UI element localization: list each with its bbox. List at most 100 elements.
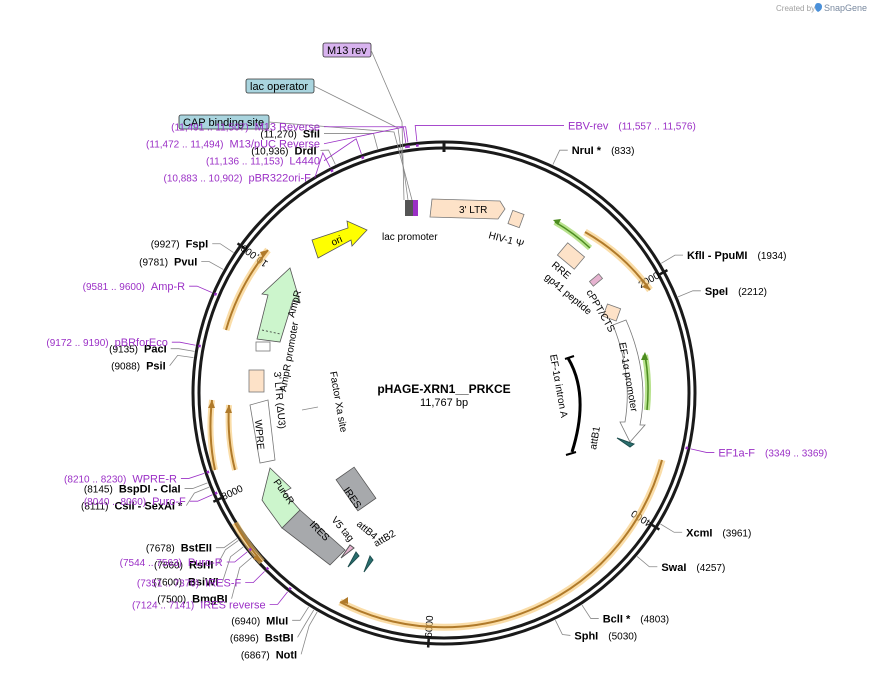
boxed-labels: M13 rev lac operator CAP binding site [178,42,413,201]
credit-brand[interactable]: SnapGene [824,3,867,13]
restriction-site-label[interactable]: (7600)BsiWI [153,577,218,589]
site-pos: (4257) [696,563,725,574]
restriction-site-label[interactable]: NruI *(833) [572,145,635,157]
primer-name: EBV-rev [568,121,609,133]
restriction-site-label[interactable]: (11,270)SfiI [260,128,320,140]
site-pos: (6940) [231,616,260,627]
label-leader [171,341,196,346]
site-name-2: - ClaI [151,484,181,496]
restriction-site-label[interactable]: (6896)BstBI [230,632,294,644]
ires-shape-1[interactable] [335,466,377,512]
label-leader [169,354,194,366]
puror-shape[interactable] [261,467,301,529]
feature-label-3ltr-du3: 3' LTR (ΔU3) [271,371,287,429]
label-leader [323,138,362,162]
primer-range: (7124 .. 7141) [132,600,194,611]
ltr-du3-shape[interactable] [248,369,265,393]
primer-range: (11,472 .. 11,494) [146,140,223,151]
restriction-site-label[interactable]: SpeI(2212) [705,286,767,298]
ef1a-promoter-shape[interactable] [612,319,646,443]
site-pos: (5030) [608,631,637,642]
ef1a-intron-shape[interactable] [566,357,582,453]
primer-binding-mark [248,547,253,552]
primer-label[interactable]: EF1a-F(3349 .. 3369) [718,447,827,459]
restriction-site-label[interactable]: (6867)NotI [241,649,297,661]
label-leader [185,486,210,506]
restriction-site-label[interactable]: SwaI(4257) [661,562,725,574]
feature-label-lac-promoter: lac promoter [382,232,438,243]
restriction-site-label[interactable]: SphI(5030) [574,630,637,642]
ampr-promoter-shape[interactable] [255,341,271,352]
primer-binding-mark [685,446,689,450]
v5-tag-shape[interactable] [340,544,355,559]
cppt-cts-shape[interactable] [602,303,622,322]
label-leader [690,448,715,453]
primer-label[interactable]: (7544 .. 7563)Puro-R [120,557,223,569]
attb2-shape[interactable] [363,554,374,573]
restriction-site-label[interactable]: (9088)PsiI [111,361,165,373]
primer-range: (9581 .. 9600) [83,282,145,293]
primer-label[interactable]: (8040 .. 8060)Puro-F [84,496,186,508]
orf-arrow-2[interactable] [338,459,666,631]
label-leader [661,254,683,264]
wpre-shape[interactable] [249,399,276,464]
label-leader [581,604,599,619]
rre-shape[interactable] [556,242,586,270]
credit-text: Created by [776,4,815,13]
primer-label[interactable]: (9172 .. 9190)pBRforEco [46,337,167,349]
restriction-site-label[interactable]: (7678)BstEII [146,543,212,555]
site-pos: (7660) [154,561,183,572]
primer-name: pBRforEco [115,337,168,349]
hiv-psi-shape[interactable] [507,209,525,229]
restriction-site-label[interactable]: (8145)BspDI - ClaI [84,484,181,496]
primer-label[interactable]: (7351 .. 7370)IRES-F [137,578,242,590]
restriction-site-label[interactable]: (10,936)DrdI [251,145,316,157]
ampr-shape[interactable] [256,267,301,343]
primer-binding-mark [206,470,210,474]
restriction-site-label[interactable]: (7660)RsrII [154,560,213,572]
site-name: KflI [687,250,705,262]
feature-label-hiv-psi: HIV-1 Ψ [487,230,525,250]
orf-arcs [207,228,666,631]
ori-shape[interactable] [311,220,368,259]
primer-label[interactable]: (8210 .. 8230)WPRE-R [64,473,177,485]
site-pos: (9135) [109,345,138,356]
lac-operator-box[interactable]: lac operator [250,81,308,93]
restriction-site-label[interactable]: (9927)FspI [151,239,209,251]
restriction-site-label[interactable]: BclI *(4803) [603,613,669,625]
primer-label[interactable]: EBV-rev(11,557 .. 11,576) [568,121,696,133]
primer-label[interactable]: (7124 .. 7141)IRES reverse [132,599,266,611]
primer-binding-mark [361,156,365,160]
primer-label[interactable]: (10,883 .. 10,902)pBR322ori-F [164,173,312,185]
restriction-site-label[interactable]: KflI - PpuMI(1934) [687,250,786,262]
primer-label[interactable]: (9581 .. 9600) Amp-R [83,281,186,293]
restriction-site-label[interactable]: (9135)PacI [109,344,167,356]
attb4-shape[interactable] [347,551,360,568]
site-pos: (3961) [722,528,751,539]
primer-name: Amp-R [151,281,185,293]
restriction-site-label[interactable]: (8111)CsiI - SexAI * [81,501,183,513]
attb1-shape[interactable] [616,437,636,448]
orf-arrow-6[interactable] [222,247,271,331]
snapgene-logo-icon [815,3,822,12]
primer-label[interactable]: (11,136 .. 11,153)L4440 [206,156,320,168]
restriction-site-label[interactable]: XcmI(3961) [686,527,751,539]
ltr-3-shape[interactable] [429,198,506,220]
cap-binding-box[interactable]: CAP binding site [183,117,264,129]
primer-label[interactable]: (11,491 .. 11,507)M13 Reverse [171,122,320,134]
restriction-site-label[interactable]: (6940)MluI [231,615,288,627]
gp41-peptide-shape[interactable] [588,273,604,287]
m13-rev-box[interactable]: M13 rev [327,45,367,57]
site-name-2: - PpuMI [705,250,748,262]
site-name: BstBI [265,632,294,644]
label-leader [215,538,238,549]
feature-label-3ltr: 3' LTR [459,205,487,216]
primer-label[interactable]: (11,472 .. 11,494)M13/pUC Reverse [146,139,320,151]
primer-name: WPRE-R [132,473,177,485]
feature-label-attb1: attB1 [588,425,603,450]
restriction-site-label[interactable]: (9781)PvuI [139,257,197,269]
site-name: SfiI [303,128,320,140]
lac-promoter-box[interactable] [405,200,415,216]
restriction-site-label[interactable]: (7500)BmgBI [157,594,227,606]
